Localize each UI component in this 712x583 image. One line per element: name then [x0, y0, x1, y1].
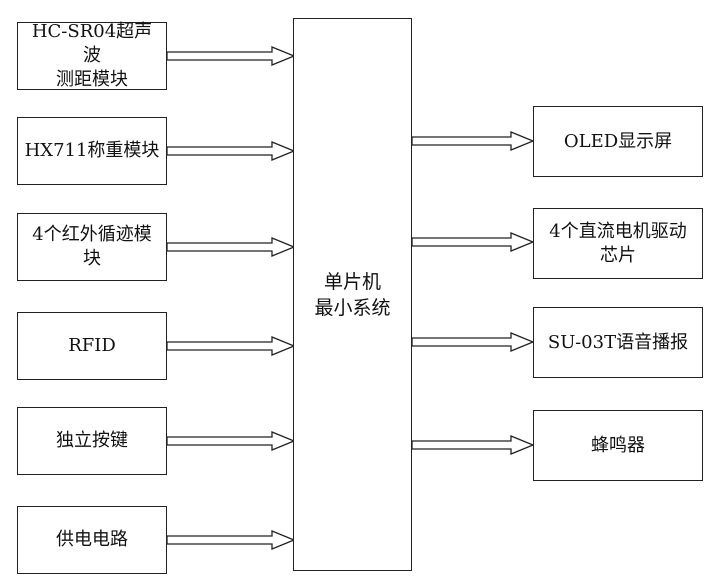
- module-buzzer: 蜂鸣器: [533, 410, 703, 481]
- arrow-output-2: [411, 232, 535, 252]
- arrow-input-3: [166, 237, 296, 257]
- module-voice-broadcast-label: SU-03T语音播报: [547, 331, 689, 353]
- arrow-output-4: [411, 435, 535, 455]
- module-motor-driver-label: 4个直流电机驱动 芯片: [549, 220, 687, 266]
- arrow-output-1: [411, 131, 535, 151]
- module-infrared-tracking-label: 4个红外循迹模 块: [32, 224, 152, 269]
- arrow-input-2: [166, 141, 296, 161]
- module-voice-broadcast: SU-03T语音播报: [533, 307, 703, 378]
- module-weighing: HX711称重模块: [17, 117, 167, 185]
- module-ultrasonic: HC-SR04超声波 测距模块: [17, 21, 167, 90]
- module-motor-driver: 4个直流电机驱动 芯片: [533, 208, 703, 279]
- arrow-input-6: [166, 530, 296, 550]
- module-buttons-label: 独立按键: [56, 430, 128, 451]
- module-weighing-label: HX711称重模块: [24, 140, 160, 161]
- arrow-input-1: [166, 46, 296, 66]
- mcu-minimum-system-label: 单片机 最小系统: [314, 270, 391, 319]
- module-infrared-tracking: 4个红外循迹模 块: [17, 213, 167, 281]
- module-oled-display: OLED显示屏: [533, 106, 703, 177]
- arrow-input-5: [166, 431, 296, 451]
- module-rfid: RFID: [17, 312, 167, 380]
- module-buttons: 独立按键: [17, 407, 167, 475]
- module-buzzer-label: 蜂鸣器: [591, 434, 645, 456]
- module-power-supply: 供电电路: [17, 506, 167, 574]
- module-ultrasonic-label: HC-SR04超声波 测距模块: [31, 21, 153, 90]
- module-power-supply-label: 供电电路: [56, 529, 128, 550]
- arrow-input-4: [166, 336, 296, 356]
- mcu-minimum-system: 单片机 最小系统: [293, 18, 412, 571]
- arrow-output-3: [411, 332, 535, 352]
- module-rfid-label: RFID: [68, 335, 116, 356]
- module-oled-display-label: OLED显示屏: [563, 130, 673, 152]
